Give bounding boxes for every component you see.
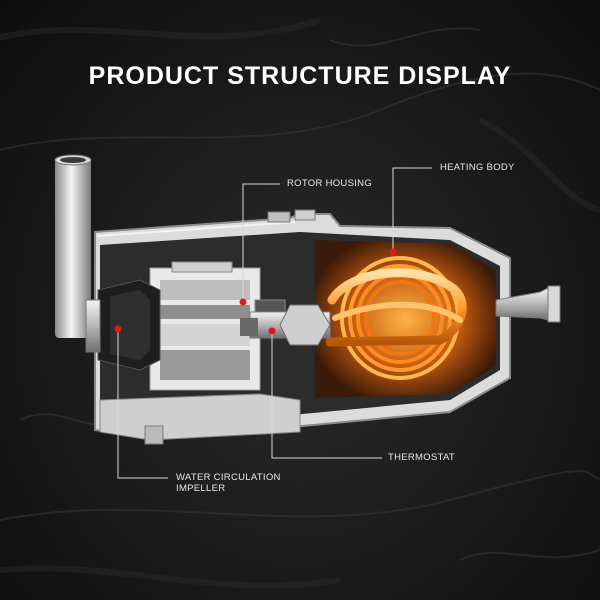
callout-rotor-housing: ROTOR HOUSING: [287, 178, 373, 189]
copper-coil: [325, 256, 467, 380]
callout-thermostat: THERMOSTAT: [388, 452, 456, 463]
rotor-housing-marker: [239, 298, 247, 306]
callout-markers: [114, 248, 397, 335]
heating-body-leader: [392, 167, 432, 250]
housing-base: [99, 393, 301, 445]
outlet-pipe: [495, 285, 561, 323]
impeller-assembly: [85, 279, 161, 371]
impeller-marker: [114, 325, 122, 333]
heating-body-marker: [389, 248, 397, 256]
rotor-housing-leader: [242, 183, 280, 300]
callout-leaders: [117, 167, 432, 479]
thermostat-shaft: [240, 299, 331, 346]
impeller-leader: [117, 329, 168, 479]
callout-water-circulation-impeller: WATER CIRCULATION IMPELLER: [176, 472, 281, 494]
page-title: PRODUCT STRUCTURE DISPLAY: [88, 62, 512, 90]
inlet-pipe: [54, 154, 92, 338]
thermostat-marker: [268, 327, 276, 335]
thermostat-leader: [271, 331, 382, 459]
callout-heating-body: HEATING BODY: [440, 162, 515, 173]
